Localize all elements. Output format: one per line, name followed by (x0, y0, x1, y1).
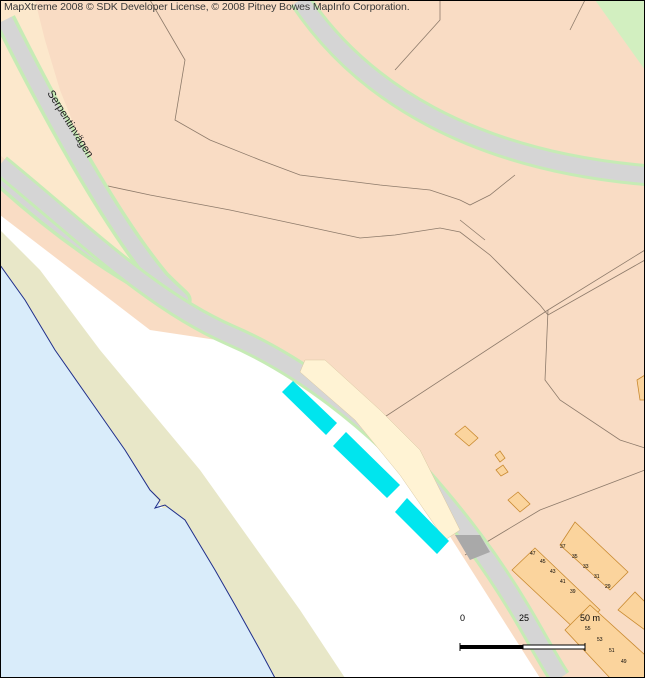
scale-segment-black-1 (460, 645, 523, 649)
park-area-top-right (595, 0, 645, 70)
highlight-1[interactable] (282, 381, 337, 435)
building-row-d (617, 591, 645, 631)
scale-bar: 0 25 50 m (459, 613, 600, 651)
house-num: 43 (550, 569, 556, 575)
house-num: 49 (621, 659, 627, 665)
buildings (454, 374, 645, 678)
building-5 (636, 374, 645, 401)
highlighted-parking-spots[interactable] (282, 381, 449, 554)
copyright-notice: MapXtreme 2008 © SDK Developer License, … (4, 1, 410, 13)
shoreline (0, 264, 276, 678)
water-area (0, 265, 275, 678)
building-4 (507, 491, 531, 513)
scale-label-25: 25 (519, 613, 529, 623)
house-num: 53 (597, 637, 603, 643)
highlight-3[interactable] (395, 498, 449, 554)
highlight-2[interactable] (333, 432, 400, 498)
scale-label-0: 0 (460, 613, 465, 623)
house-num: 39 (570, 589, 576, 595)
house-num: 51 (609, 648, 615, 654)
house-num: 37 (560, 544, 566, 550)
gray-lot (455, 535, 490, 560)
parking-area (299, 359, 461, 541)
house-num: 41 (560, 579, 566, 585)
house-num: 55 (585, 626, 591, 632)
building-row-c (564, 604, 645, 678)
house-num: 45 (540, 559, 546, 565)
building-1 (454, 425, 479, 447)
house-num: 29 (605, 584, 611, 590)
house-num: 31 (594, 574, 600, 580)
building-row-b (559, 521, 629, 591)
parcel-lines (79, 0, 645, 556)
house-number-labels: 47 45 43 41 39 37 35 33 31 29 55 53 51 4… (530, 544, 627, 665)
building-2 (494, 450, 506, 463)
road-curve-top (290, 0, 645, 186)
house-num: 47 (530, 551, 536, 557)
building-3 (495, 464, 509, 477)
scale-label-50m: 50 m (580, 613, 600, 623)
building-row-a (511, 547, 601, 633)
beach-area (0, 230, 345, 678)
house-num: 35 (572, 554, 578, 560)
house-num: 33 (583, 564, 589, 570)
